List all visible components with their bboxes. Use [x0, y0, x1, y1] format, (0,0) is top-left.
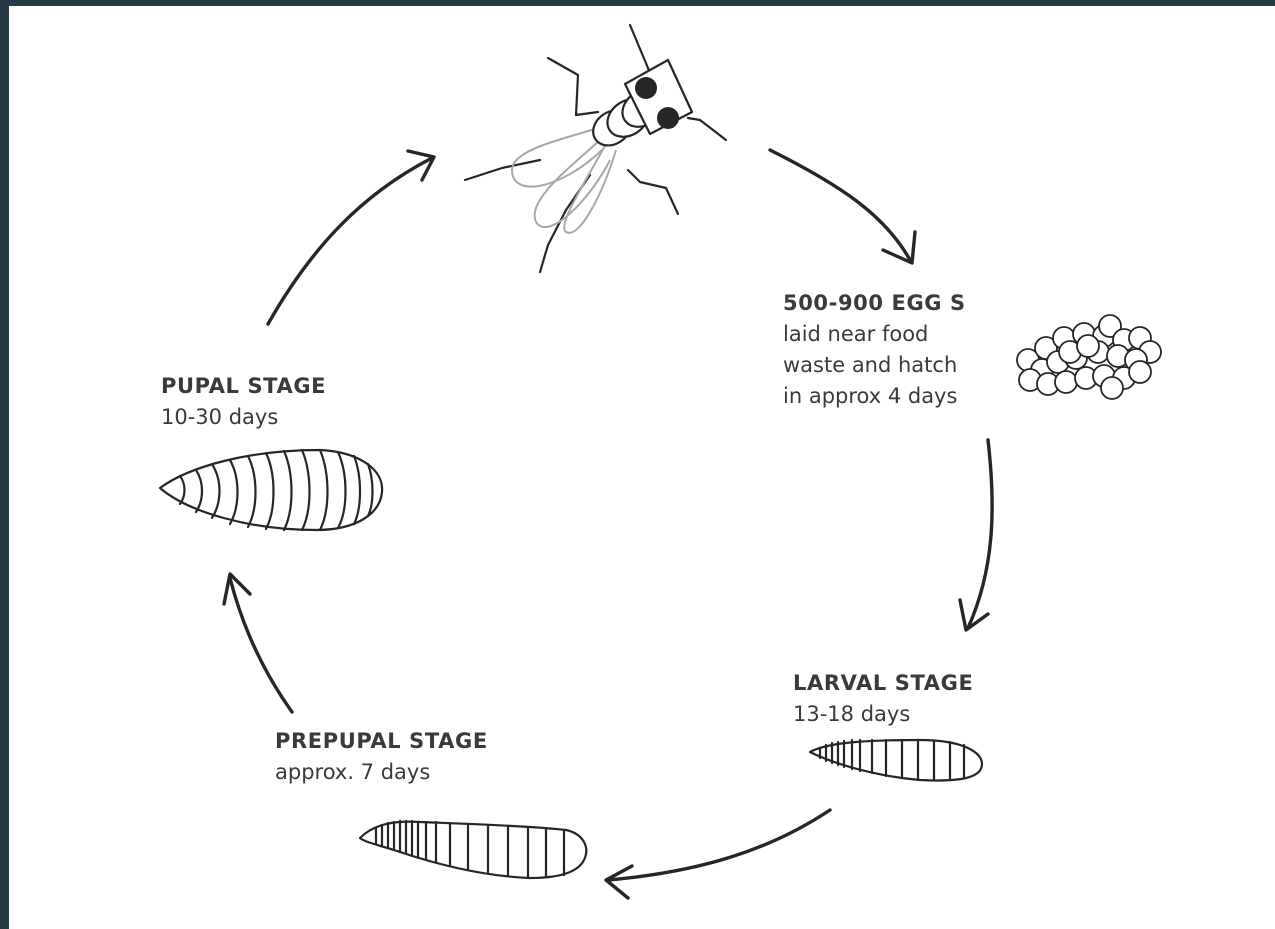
diagram-panel: 500-900 EGG S laid near food waste and h…: [9, 6, 1275, 929]
life-cycle-diagram: [9, 6, 1275, 929]
prepupal-stage-title: PREPUPAL STAGE: [275, 726, 488, 757]
larval-stage-duration: 13-18 days: [793, 699, 973, 730]
prepupal-stage-label: PREPUPAL STAGE approx. 7 days: [275, 726, 488, 788]
eggs-stage-label: 500-900 EGG S laid near food waste and h…: [783, 288, 966, 412]
larval-stage-title: LARVAL STAGE: [793, 668, 973, 699]
prepupa-icon: [360, 821, 586, 878]
fly-icon: [465, 25, 726, 272]
eggs-icon: [1017, 315, 1161, 399]
larva-icon: [810, 740, 982, 780]
pupal-stage-label: PUPAL STAGE 10-30 days: [161, 371, 326, 433]
pupal-stage-title: PUPAL STAGE: [161, 371, 326, 402]
eggs-stage-line-1: laid near food: [783, 319, 966, 350]
eggs-stage-line-2: waste and hatch: [783, 350, 966, 381]
prepupal-stage-duration: approx. 7 days: [275, 757, 488, 788]
eggs-stage-line-3: in approx 4 days: [783, 381, 966, 412]
pupa-icon: [160, 450, 382, 530]
larval-stage-label: LARVAL STAGE 13-18 days: [793, 668, 973, 730]
pupal-stage-duration: 10-30 days: [161, 402, 326, 433]
eggs-stage-title: 500-900 EGG S: [783, 288, 966, 319]
